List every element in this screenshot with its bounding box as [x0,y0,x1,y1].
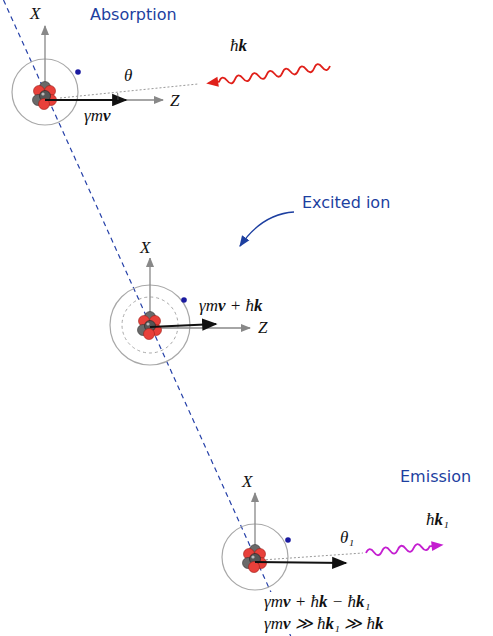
math-label: ħk₁ [424,510,451,530]
math-label: γmv [82,106,113,126]
math-label: Z [256,318,269,338]
math-label: γmv ≫ ħk₁ ≫ ħk [262,614,385,634]
math-label: γmv + ħk − ħk₁ [262,592,372,612]
math-label: Z [168,91,181,111]
stage-title: Emission [398,468,473,486]
math-label: X [138,238,152,258]
stage-title: Absorption [88,6,179,24]
math-label: ħk [228,36,249,56]
stage-title: Excited ion [300,194,392,212]
math-label: θ [122,66,134,86]
math-label: X [28,4,42,24]
math-label: X [240,472,254,492]
math-label: θ₁ [338,528,356,548]
math-label: γmv + ħk [197,296,265,316]
